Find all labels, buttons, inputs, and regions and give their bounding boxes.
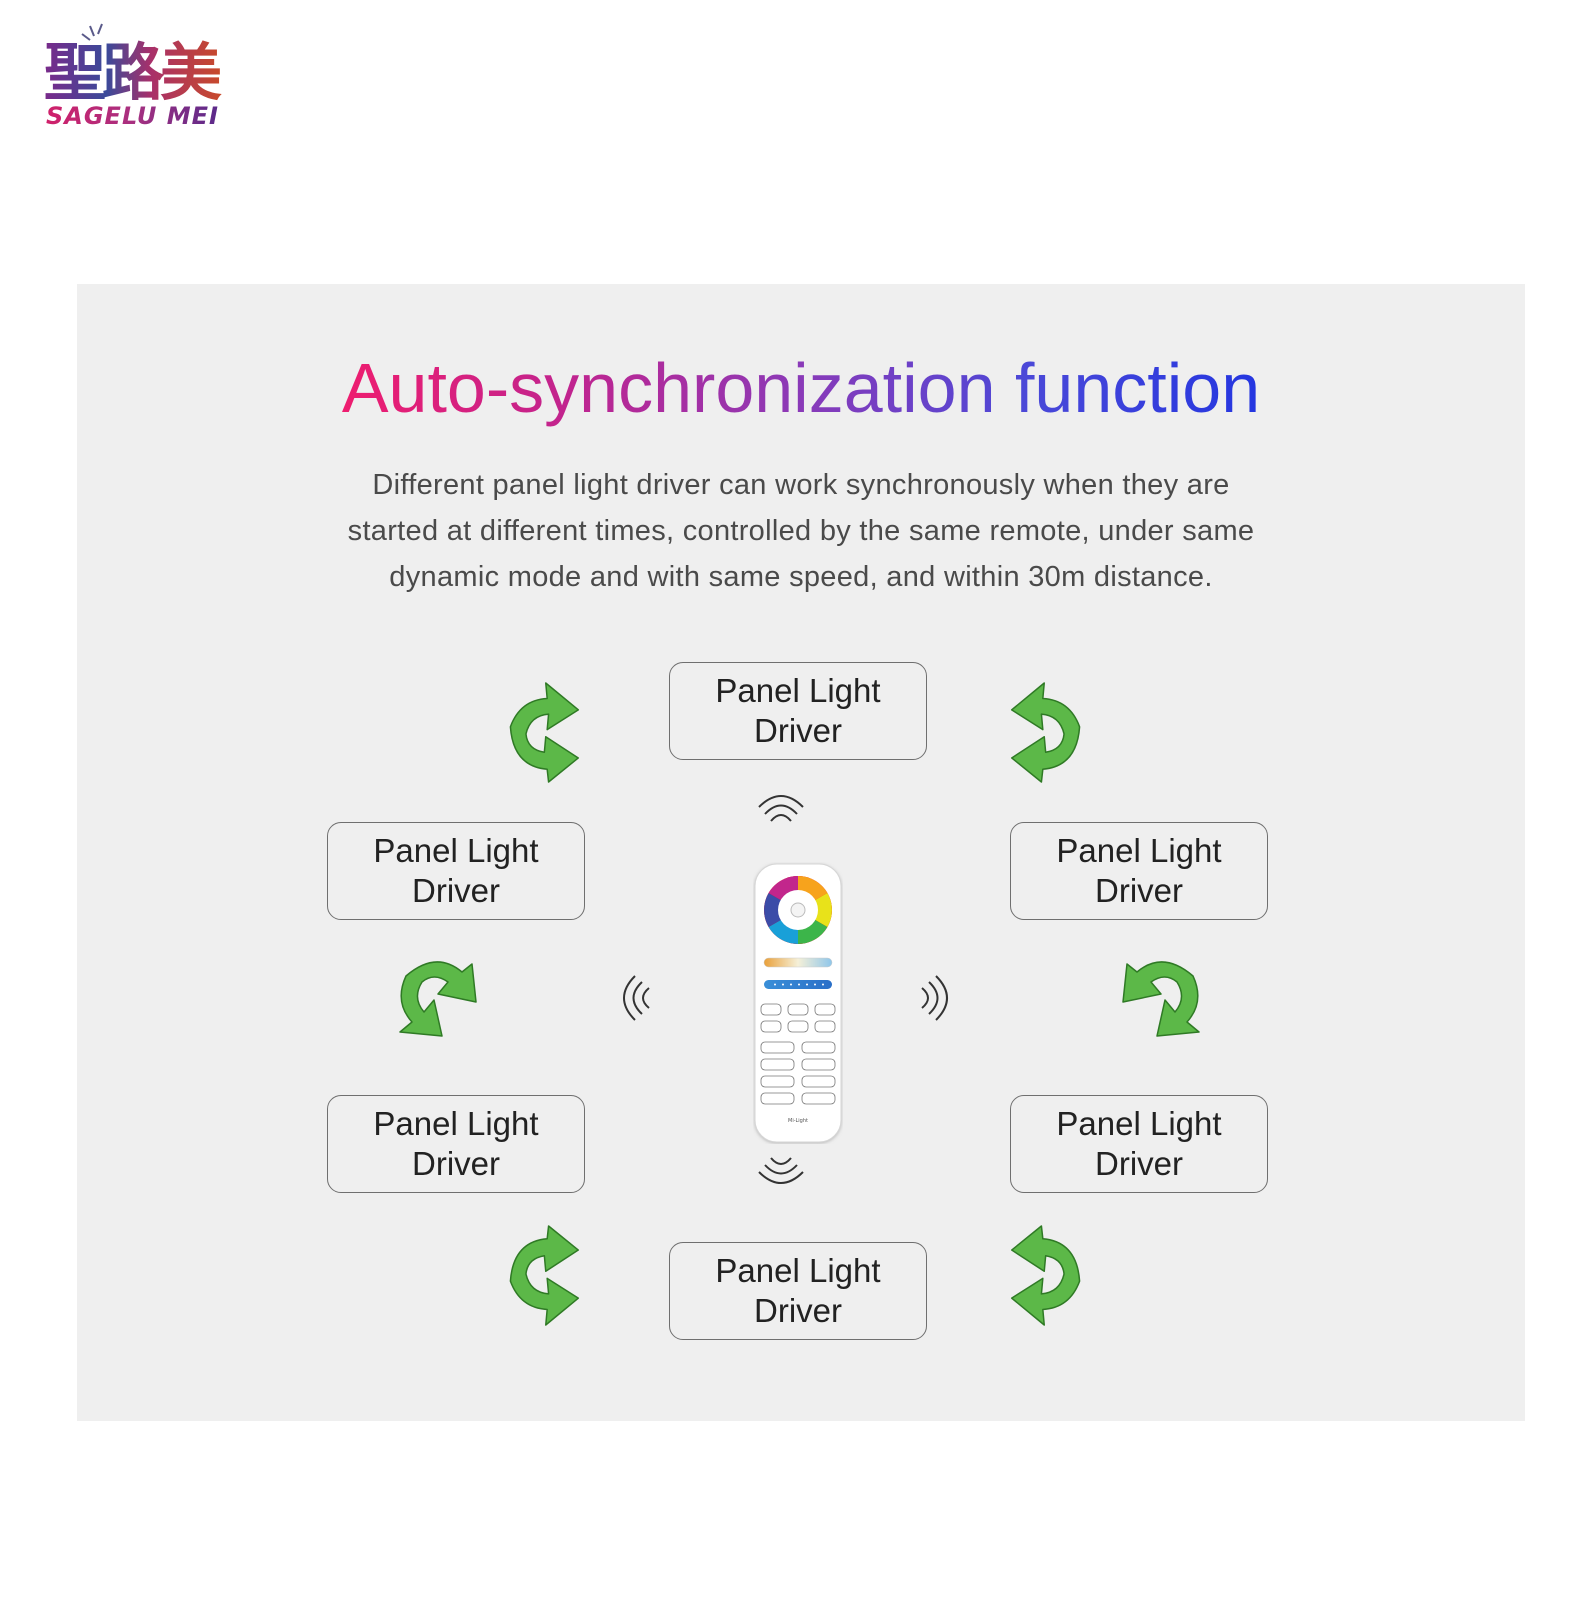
node-label-line1: Panel Light (715, 1252, 881, 1289)
brand-logo: 聖路美 SAGELU MEI (40, 22, 230, 130)
signal-wave-up-icon (755, 789, 807, 829)
node-label-line2: Driver (754, 712, 842, 749)
sync-arrow-icon (1107, 946, 1227, 1066)
remote-brand-label: Mi-Light (788, 1118, 808, 1124)
description: Different panel light driver can work sy… (251, 462, 1351, 600)
signal-wave-right-icon (914, 972, 954, 1024)
sync-arrow-icon (490, 1220, 610, 1344)
node-upper-left: Panel Light Driver (327, 822, 585, 920)
rgb-remote-control-icon: Mi-Light (753, 862, 843, 1144)
node-label-line2: Driver (412, 872, 500, 909)
node-label-line1: Panel Light (715, 672, 881, 709)
node-upper-right: Panel Light Driver (1010, 822, 1268, 920)
node-label-line2: Driver (1095, 872, 1183, 909)
feature-panel: Auto-synchronization function Different … (77, 284, 1525, 1421)
description-line: started at different times, controlled b… (347, 515, 1255, 547)
node-label-line2: Driver (412, 1145, 500, 1182)
svg-text:SAGELU MEI: SAGELU MEI (46, 102, 219, 130)
page-title: Auto-synchronization function (341, 349, 1261, 427)
node-label-line2: Driver (1095, 1145, 1183, 1182)
svg-text:聖路美: 聖路美 (44, 36, 222, 109)
node-label-line2: Driver (754, 1292, 842, 1329)
node-top: Panel Light Driver (669, 662, 927, 760)
node-label-line1: Panel Light (373, 1105, 539, 1142)
description-line: dynamic mode and with same speed, and wi… (389, 561, 1213, 593)
sync-arrow-icon (372, 946, 492, 1066)
description-line: Different panel light driver can work sy… (372, 469, 1230, 501)
signal-wave-left-icon (617, 972, 657, 1024)
sync-arrow-icon (980, 1220, 1100, 1344)
sync-arrow-icon (490, 664, 610, 788)
sync-arrow-icon (980, 664, 1100, 788)
node-label-line1: Panel Light (1056, 832, 1222, 869)
signal-wave-down-icon (755, 1150, 807, 1190)
node-lower-left: Panel Light Driver (327, 1095, 585, 1193)
node-label-line1: Panel Light (1056, 1105, 1222, 1142)
node-label-line1: Panel Light (373, 832, 539, 869)
node-lower-right: Panel Light Driver (1010, 1095, 1268, 1193)
node-bottom: Panel Light Driver (669, 1242, 927, 1340)
